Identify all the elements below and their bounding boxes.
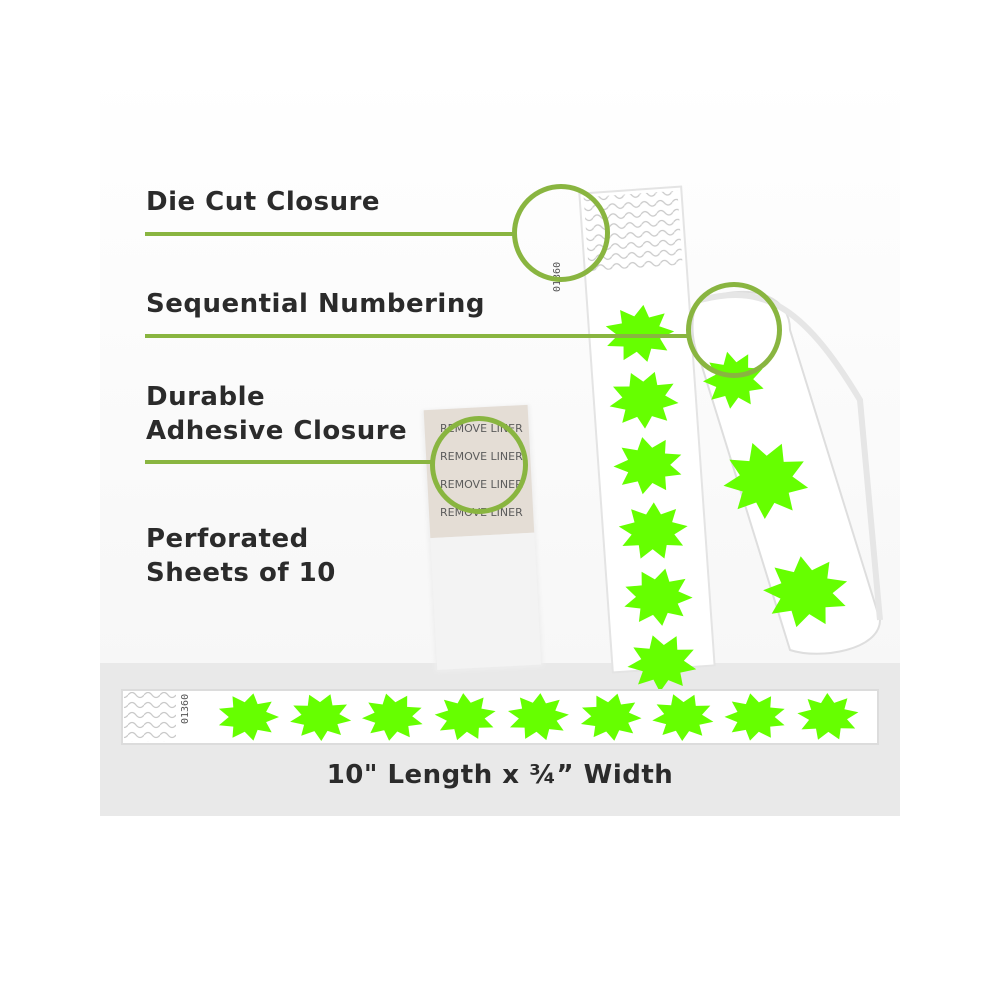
vertical-band [578, 185, 716, 693]
die-cut-pointer-line [145, 232, 517, 236]
starburst-icon [723, 443, 809, 519]
feature-die-cut-label: Die Cut Closure [146, 187, 381, 217]
curled-band-starbursts [703, 351, 848, 628]
feature-sequential-label: Sequential Numbering [146, 289, 485, 319]
starburst-icon [763, 556, 848, 628]
sequential-callout-circle [686, 282, 782, 378]
starburst-icon [618, 502, 688, 559]
flat-band-starbursts [218, 693, 859, 741]
starburst-icon [605, 304, 675, 362]
feature-adhesive-label: Durable Adhesive Closure [146, 382, 408, 446]
dimensions-label: 10" Length x ¾” Width [326, 760, 674, 790]
starburst-icon [613, 437, 682, 495]
feature-perforated-label: Perforated Sheets of 10 [146, 524, 336, 588]
starburst-icon [362, 693, 423, 741]
adhesive-pointer-line [145, 460, 435, 464]
flat-band [121, 689, 879, 745]
starburst-icon [624, 568, 693, 626]
starburst-icon [218, 693, 279, 741]
die-cut-callout-circle [512, 184, 610, 282]
starburst-icon [580, 693, 642, 741]
starburst-icon [797, 693, 859, 740]
vertical-band-starbursts [605, 304, 697, 693]
starburst-icon [434, 693, 496, 741]
starburst-icon [290, 694, 352, 741]
starburst-icon [627, 635, 697, 693]
starburst-icon [508, 693, 569, 741]
flat-band-number: 01360 [180, 694, 191, 724]
starburst-icon [609, 371, 679, 429]
starburst-icon [724, 693, 785, 741]
sequential-pointer-line [145, 334, 690, 338]
starburst-icon [652, 694, 714, 741]
adhesive-callout-circle [430, 416, 528, 514]
